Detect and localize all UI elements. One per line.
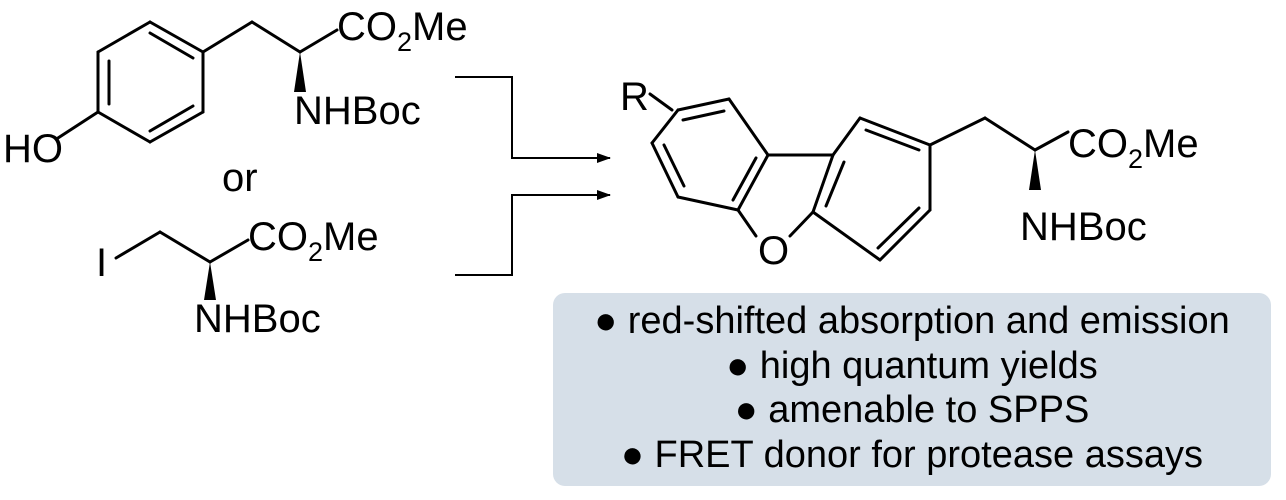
or-connector: or bbox=[222, 156, 258, 200]
product-alpha-carbon-bond bbox=[983, 116, 1037, 152]
starting-material-tyrosine: HO CO2Me NHBoc bbox=[3, 5, 468, 171]
iodo-carbon-bond bbox=[114, 230, 162, 260]
phenol-oxygen-bond bbox=[56, 110, 100, 140]
reaction-arrow-top bbox=[455, 76, 611, 163]
product-left-benzene-ring bbox=[650, 97, 770, 212]
tyrosine-ester-label: CO2Me bbox=[337, 5, 468, 57]
tyrosine-stereo-wedge bbox=[294, 52, 306, 92]
starting-material-iodoalanine: I CO2Me NHBoc bbox=[96, 215, 379, 341]
product-right-benzene-ring bbox=[811, 116, 932, 262]
iodoalanine-ester-label: CO2Me bbox=[248, 215, 379, 267]
product-dibenzofuran-amino-acid: R O bbox=[620, 75, 1199, 273]
benzylic-bond bbox=[201, 20, 254, 54]
alpha-carbon-bond bbox=[250, 20, 302, 54]
hydroxyl-label: HO bbox=[3, 127, 63, 171]
feature-item: ● amenable to SPPS bbox=[734, 389, 1090, 431]
ester-carbon-bond bbox=[298, 28, 339, 54]
feature-item: ● red-shifted absorption and emission bbox=[594, 300, 1230, 342]
product-stereo-wedge bbox=[1029, 150, 1041, 190]
iodine-label: I bbox=[96, 241, 107, 285]
iodoalanine-stereo-wedge bbox=[204, 262, 216, 300]
feature-item: ● high quantum yields bbox=[726, 344, 1098, 387]
product-ester-carbon-bond bbox=[1033, 130, 1070, 152]
tyrosine-amine-label: NHBoc bbox=[294, 89, 421, 133]
r-substituent-label: R bbox=[620, 75, 649, 119]
product-furan-ring bbox=[736, 153, 835, 238]
features-list: ● red-shifted absorption and emission ● … bbox=[553, 299, 1271, 477]
furan-oxygen-label: O bbox=[758, 229, 789, 273]
iodoalanine-backbone-bond bbox=[158, 230, 212, 264]
features-panel: ● red-shifted absorption and emission ● … bbox=[553, 293, 1271, 486]
r-substituent-bond bbox=[648, 92, 674, 112]
product-benzylic-bond bbox=[928, 116, 987, 147]
iodoalanine-amine-label: NHBoc bbox=[194, 297, 321, 341]
iodoalanine-ester-bond bbox=[208, 238, 250, 264]
product-amine-label: NHBoc bbox=[1020, 205, 1147, 249]
product-ester-label: CO2Me bbox=[1068, 122, 1199, 174]
feature-item: ● FRET donor for protease assays bbox=[621, 433, 1203, 476]
reaction-arrow-bottom bbox=[455, 190, 611, 276]
tyrosine-phenol-ring bbox=[96, 20, 205, 144]
